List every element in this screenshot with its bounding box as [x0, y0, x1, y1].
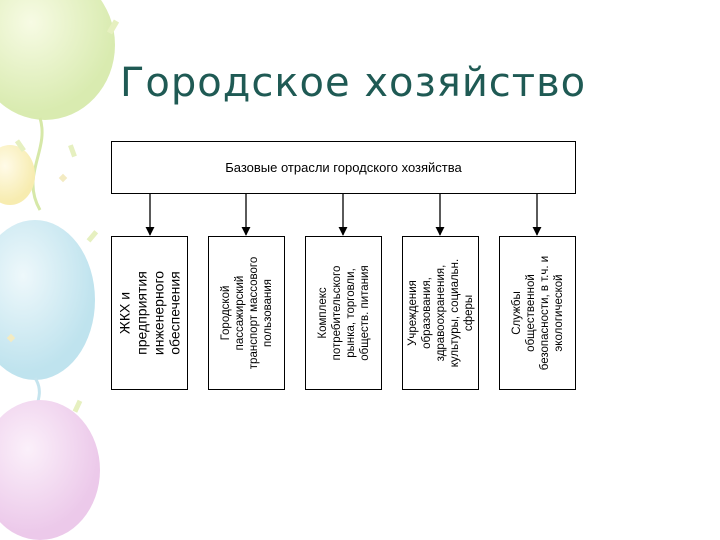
balloon-pink — [0, 400, 100, 540]
child-box-consumer-market: Комплекс потребительского рынка, торговл… — [305, 236, 382, 390]
child-label: Комплекс потребительского рынка, торговл… — [316, 265, 371, 361]
child-label: Службы общественной безопасности, в т.ч.… — [510, 255, 565, 371]
root-box: Базовые отрасли городского хозяйства — [111, 141, 576, 194]
slide-title: Городское хозяйство — [120, 60, 587, 106]
child-label: ЖКХ и предприятия инженерного обеспечени… — [115, 270, 183, 356]
balloon-string — [31, 117, 44, 211]
child-box-housing: ЖКХ и предприятия инженерного обеспечени… — [111, 236, 188, 390]
balloon-green — [0, 0, 115, 120]
balloon-blue — [0, 220, 95, 380]
confetti — [6, 173, 68, 343]
confetti — [14, 19, 120, 413]
child-label: Учреждения образования, здравоохранения,… — [406, 258, 475, 368]
child-box-transport: Городской пассажирский транспорт массово… — [208, 236, 285, 390]
child-label: Городской пассажирский транспорт массово… — [219, 256, 274, 370]
balloon-yellow — [0, 145, 35, 205]
root-label: Базовые отрасли городского хозяйства — [225, 160, 462, 175]
child-box-security-services: Службы общественной безопасности, в т.ч.… — [499, 236, 576, 390]
child-box-social-institutions: Учреждения образования, здравоохранения,… — [402, 236, 479, 390]
